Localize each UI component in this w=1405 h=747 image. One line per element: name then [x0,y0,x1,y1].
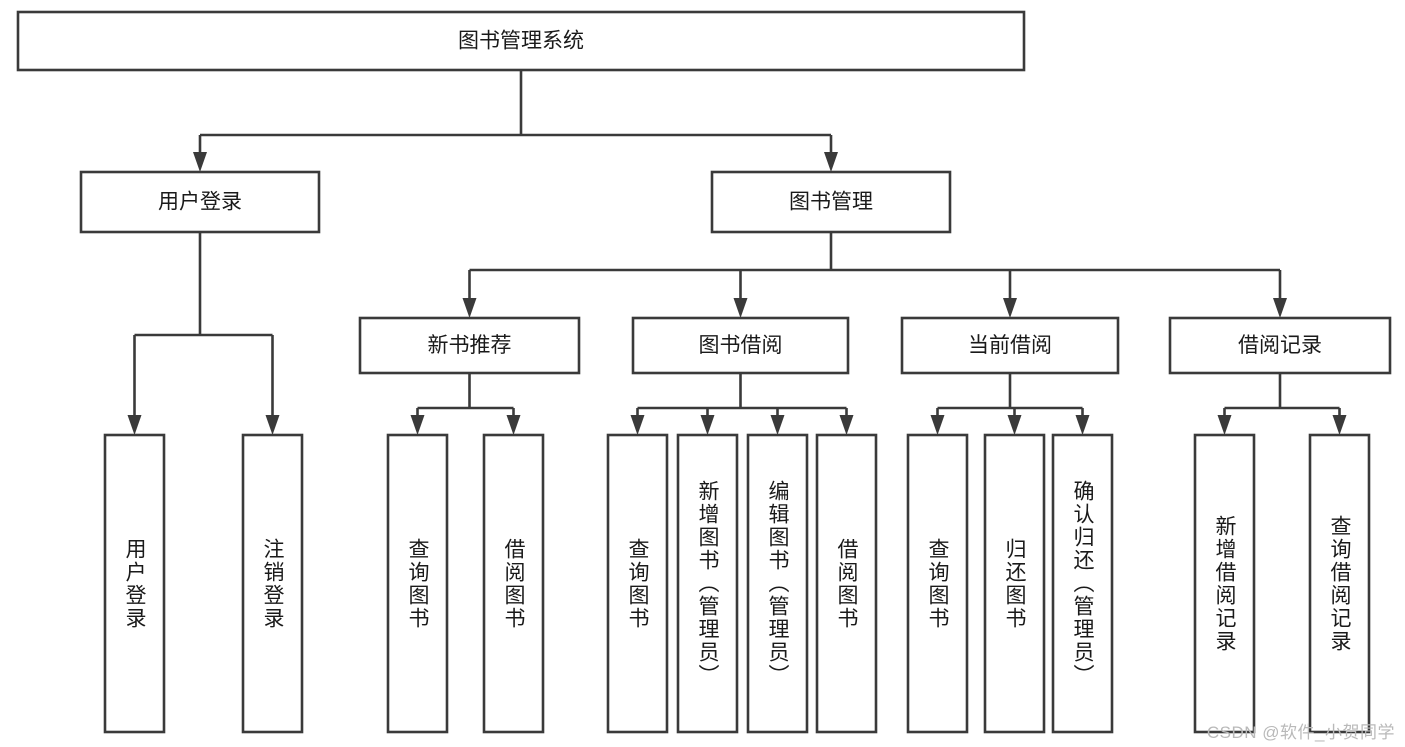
node-box-leaf-borrow-book[interactable] [815,433,878,734]
node-box-leaf-edit-book[interactable] [746,433,809,734]
root-to-level2-arrow-1 [824,152,838,172]
bookmanage-to-level3-arrow-1 [733,298,748,318]
leafgroup-user-login-arrow-0 [127,415,142,435]
node-box-leaf-add-book[interactable] [676,433,739,734]
node-box-root[interactable] [16,10,1026,72]
leafgroup-book-borrow-arrow-3 [839,415,854,435]
node-box-book-manage[interactable] [710,170,952,234]
leafgroup-current-borrow-arrow-2 [1075,415,1090,435]
node-box-leaf-return-book[interactable] [983,433,1046,734]
watermark-text: CSDN @软件_小贺同学 [1206,723,1395,742]
bookmanage-to-level3-arrow-3 [1273,298,1287,318]
node-label-root: 图书管理系统 [458,30,584,53]
node-label-borrow-record: 借阅记录 [1238,334,1322,357]
leafgroup-current-borrow-arrow-0 [930,415,945,435]
node-label-user-login: 用户登录 [158,191,242,214]
boxes-layer [16,10,1392,734]
node-label-current-borrow: 当前借阅 [968,334,1052,357]
leafgroup-book-borrow-arrow-0 [630,415,645,435]
node-box-leaf-add-borrow-record[interactable] [1193,433,1256,734]
node-label-book-borrow: 图书借阅 [699,334,783,357]
root-to-level2-arrow-0 [193,152,207,172]
node-box-leaf-confirm-return[interactable] [1051,433,1114,734]
node-box-leaf-query-book-borrow[interactable] [606,433,669,734]
leafgroup-book-borrow-arrow-1 [700,415,715,435]
leafgroup-new-book-recommend-arrow-0 [410,415,425,435]
bookmanage-to-level3-arrow-2 [1003,298,1017,318]
node-box-leaf-query-borrow-record[interactable] [1308,433,1371,734]
node-box-leaf-query-book-recommend[interactable] [386,433,449,734]
bookmanage-to-level3-arrow-0 [462,298,477,318]
node-box-user-login[interactable] [79,170,321,234]
node-box-borrow-record[interactable] [1168,316,1392,375]
node-box-leaf-user-login[interactable] [103,433,166,734]
node-box-book-borrow[interactable] [631,316,850,375]
leafgroup-borrow-record-arrow-0 [1217,415,1232,435]
leafgroup-new-book-recommend-arrow-1 [506,415,521,435]
leafgroup-borrow-record-arrow-1 [1332,415,1347,435]
node-box-leaf-query-book-current[interactable] [906,433,969,734]
node-box-current-borrow[interactable] [900,316,1120,375]
node-box-leaf-logout[interactable] [241,433,304,734]
node-box-new-book-recommend[interactable] [358,316,581,375]
leafgroup-book-borrow-arrow-2 [770,415,785,435]
connectors-layer [127,70,1347,435]
leafgroup-current-borrow-arrow-1 [1007,415,1022,435]
node-box-leaf-borrow-book-recommend[interactable] [482,433,545,734]
node-label-new-book-recommend: 新书推荐 [428,334,512,357]
node-label-book-manage: 图书管理 [789,191,873,214]
leafgroup-user-login-arrow-1 [265,415,280,435]
